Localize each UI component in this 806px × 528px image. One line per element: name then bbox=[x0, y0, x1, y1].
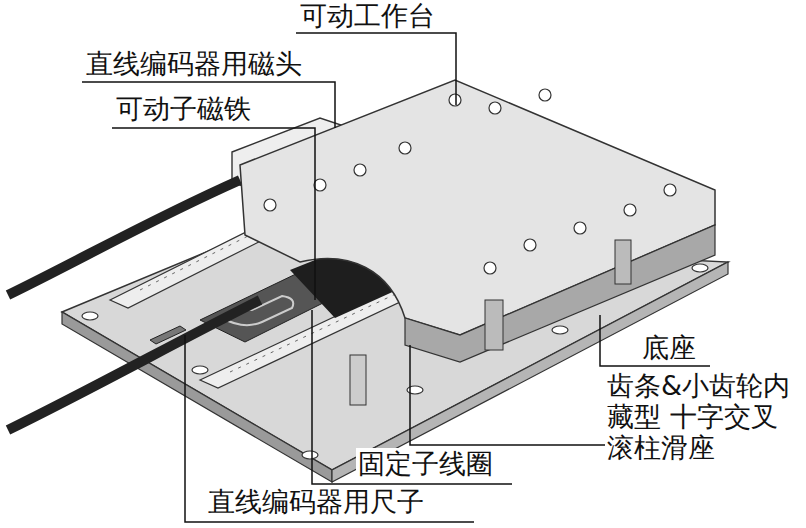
part-label: 齿条&小齿轮内藏型 十字交叉滚柱滑座 bbox=[605, 370, 803, 463]
cable bbox=[8, 300, 260, 430]
table-holes bbox=[264, 89, 676, 274]
part-label: 可动工作台 bbox=[298, 0, 437, 31]
bracket bbox=[485, 300, 503, 350]
part-label: 底座 bbox=[640, 332, 698, 363]
part-label: 直线编码器用磁头 bbox=[84, 48, 304, 79]
part-label: 可动子磁铁 bbox=[114, 93, 253, 124]
part-label: 固定子线圈 bbox=[356, 448, 495, 479]
bracket bbox=[615, 240, 631, 284]
part-label: 直线编码器用尺子 bbox=[206, 486, 426, 517]
cable bbox=[8, 180, 240, 295]
movable-table bbox=[240, 80, 715, 335]
bracket bbox=[350, 355, 366, 405]
